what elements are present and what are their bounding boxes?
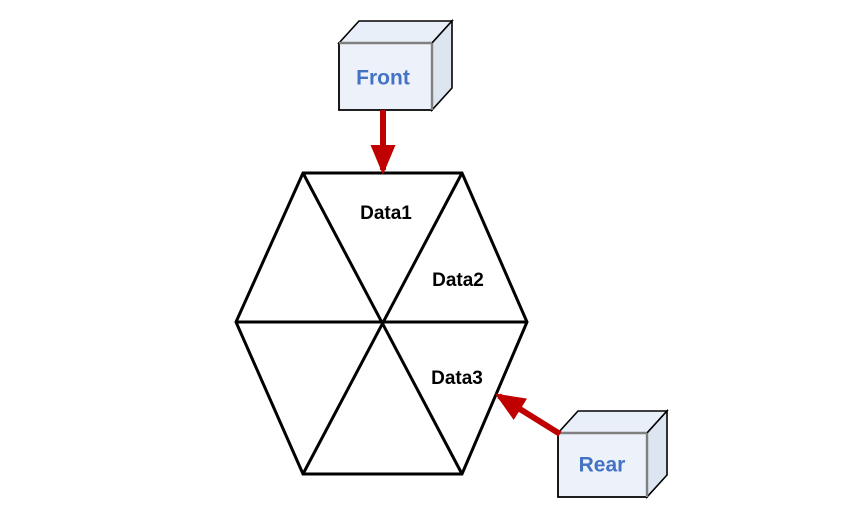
hexagon-sector-label-data2: Data2 — [432, 270, 484, 291]
hexagon-sector-label-data1: Data1 — [360, 203, 412, 224]
hexagon-sector-label-data3: Data3 — [431, 368, 483, 389]
front-cube-label: Front — [356, 67, 410, 90]
data-hexagon: Data1 Data2 Data3 — [234, 171, 529, 476]
rear-to-hexagon-arrow — [494, 393, 562, 437]
hexagon-divider-diagonal-b — [301, 172, 464, 475]
front-cube: Front — [337, 18, 454, 113]
rear-cube: Rear — [556, 408, 669, 500]
rear-cube-label: Rear — [579, 454, 626, 477]
